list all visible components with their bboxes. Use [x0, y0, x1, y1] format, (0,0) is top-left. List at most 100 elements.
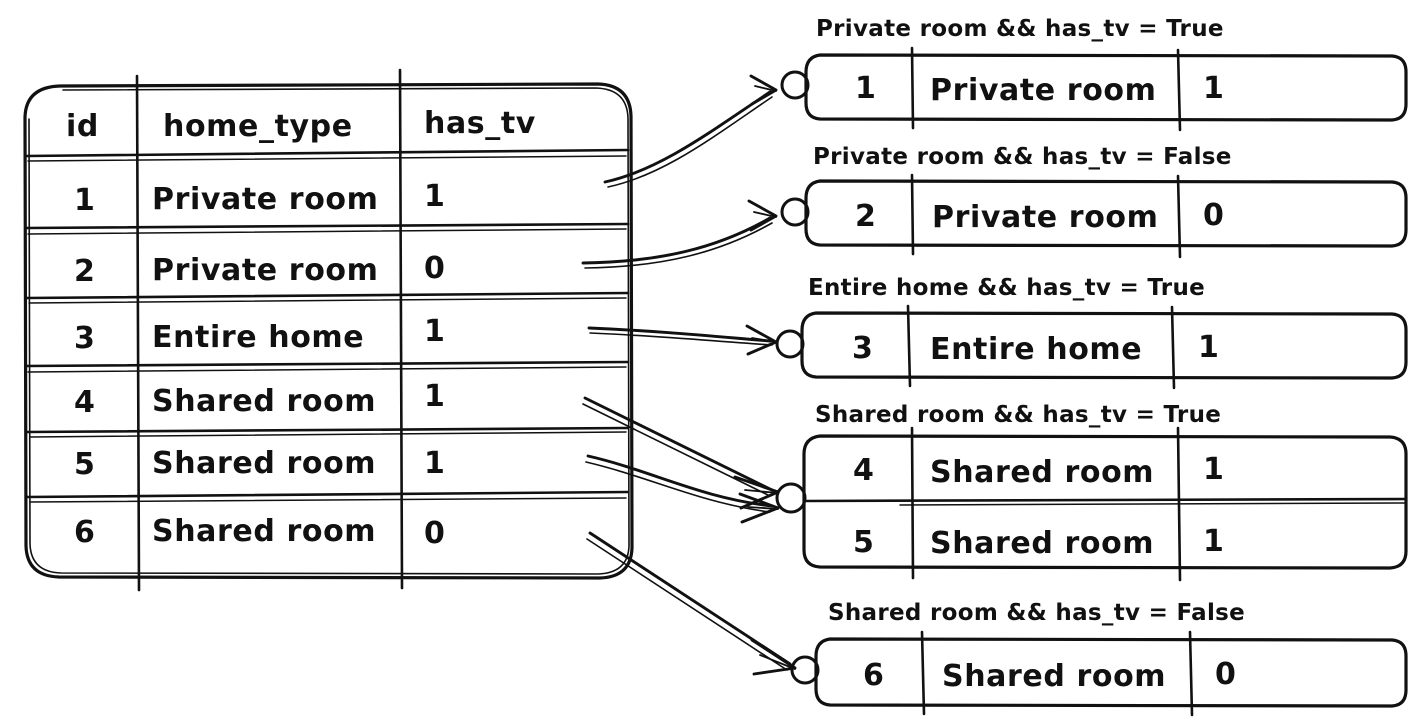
group-col-divider-1: [910, 46, 915, 130]
source-table: id home_type has_tv 1 Private room 1 2 P…: [23, 68, 634, 592]
source-table-row-sep-3-b: [27, 366, 627, 373]
source-table-row-sep-2: [24, 291, 630, 300]
cell-id: 2: [855, 199, 876, 234]
cell-has-tv: 0: [424, 251, 445, 286]
cell-has-tv: 1: [1203, 524, 1224, 559]
cell-home-type: Private room: [932, 200, 1158, 235]
source-table-col-divider-1: [135, 74, 141, 592]
source-table-header-id: id: [66, 109, 99, 144]
cell-id: 5: [853, 525, 874, 560]
table-row: 4 Shared room 1: [74, 379, 445, 420]
group-box-border: [800, 311, 1408, 380]
cell-has-tv: 1: [424, 179, 445, 214]
cell-home-type: Entire home: [152, 320, 364, 355]
group-col-divider-2: [1188, 630, 1194, 717]
source-table-border-shadow: [28, 87, 630, 575]
group-col-divider-2: [1170, 305, 1176, 390]
cell-has-tv: 1: [1203, 452, 1224, 487]
group-col-divider-1: [910, 426, 915, 580]
cell-home-type: Shared room: [930, 455, 1154, 490]
cell-home-type: Shared room: [930, 526, 1154, 561]
cell-has-tv: 0: [1215, 657, 1236, 692]
cell-has-tv: 1: [424, 446, 445, 481]
table-row: 3 Entire home 1: [74, 314, 445, 356]
source-table-row-sep-1: [24, 222, 630, 230]
cell-id: 1: [855, 71, 876, 106]
cell-has-tv: 1: [424, 314, 445, 349]
table-row: 5 Shared room 1: [853, 524, 1224, 561]
group-box-border: [814, 637, 1408, 708]
group-anchor-circle-icon: [780, 197, 810, 227]
group-col-divider-1: [906, 304, 912, 388]
group-row-divider: [802, 497, 1408, 503]
cell-home-type: Private room: [152, 253, 378, 288]
cell-home-type: Shared room: [152, 514, 376, 549]
cell-id: 5: [74, 447, 95, 482]
arrow-row-3-to-group-3: [587, 324, 778, 356]
cell-home-type: Shared room: [152, 446, 376, 481]
cell-home-type: Private room: [152, 182, 378, 217]
cell-home-type: Entire home: [930, 332, 1142, 367]
table-row: 2 Private room 0: [74, 251, 445, 289]
group-anchor-circle-icon: [790, 655, 820, 685]
source-table-header-has-tv: has_tv: [424, 106, 536, 141]
group-anchor-circle-icon: [775, 329, 805, 359]
cell-home-type: Shared room: [942, 659, 1166, 694]
source-table-row-sep-4: [24, 426, 630, 434]
group-col-divider-2: [1176, 48, 1182, 132]
group-label: Shared room && has_tv = True: [815, 402, 1221, 428]
group-label: Shared room && has_tv = False: [828, 600, 1245, 626]
group-col-divider-1: [920, 630, 926, 716]
source-table-row-sep-4-b: [29, 431, 627, 438]
group-shared-room-has-tv-false: Shared room && has_tv = False 6 Shared r…: [790, 600, 1408, 717]
group-label: Entire home && has_tv = True: [808, 275, 1205, 301]
source-table-row-sep-3: [24, 360, 630, 368]
arrow-row-1-to-group-1: [603, 74, 778, 188]
cell-home-type: Private room: [930, 73, 1156, 108]
cell-home-type: Shared room: [152, 384, 376, 419]
arrow-row-2-to-group-2: [581, 199, 778, 269]
arrow-row-6-to-group-5: [586, 531, 797, 676]
cell-has-tv: 1: [1198, 330, 1219, 365]
source-table-col-divider-2: [398, 68, 404, 590]
source-table-row-sep-2-b: [28, 297, 627, 304]
group-box-border: [804, 53, 1408, 122]
cell-has-tv: 1: [424, 379, 445, 414]
cell-id: 3: [74, 321, 95, 356]
cell-has-tv: 1: [1203, 71, 1224, 106]
cell-id: 6: [74, 515, 95, 550]
group-box-border: [802, 434, 1408, 570]
table-row: 5 Shared room 1: [74, 446, 445, 482]
group-anchor-circle-icon: [780, 70, 810, 100]
group-box-border: [804, 179, 1408, 248]
source-table-row-sep-header-b: [27, 155, 627, 162]
group-shared-room-has-tv-true: Shared room && has_tv = True 4 Shared ro…: [775, 402, 1408, 582]
cell-id: 4: [853, 453, 874, 488]
cell-has-tv: 0: [1203, 198, 1224, 233]
table-row: 6 Shared room 0: [74, 514, 445, 551]
group-private-room-has-tv-false: Private room && has_tv = False 2 Private…: [780, 144, 1408, 259]
cell-id: 3: [852, 331, 873, 366]
group-row-divider-b: [899, 502, 1407, 506]
table-row: 4 Shared room 1: [853, 452, 1224, 490]
arrow-row-5-to-group-4: [585, 454, 780, 524]
source-table-row-sep-header: [24, 148, 630, 158]
group-col-divider-2: [1176, 174, 1182, 259]
group-entire-home-has-tv-true: Entire home && has_tv = True 3 Entire ho…: [775, 275, 1408, 390]
cell-has-tv: 0: [424, 516, 445, 551]
cell-id: 6: [863, 658, 884, 693]
table-row: 1 Private room 1: [74, 179, 445, 218]
source-table-border: [23, 82, 634, 580]
group-label: Private room && has_tv = True: [816, 16, 1224, 42]
group-label: Private room && has_tv = False: [813, 144, 1232, 170]
source-table-row-sep-5: [24, 490, 630, 499]
source-table-row-sep-1-b: [27, 228, 627, 235]
source-table-row-sep-5-b: [29, 497, 627, 503]
cell-id: 2: [74, 254, 95, 289]
source-table-header-home-type: home_type: [163, 109, 353, 144]
group-private-room-has-tv-true: Private room && has_tv = True 1 Private …: [780, 16, 1408, 132]
group-col-divider-1: [910, 173, 915, 256]
group-anchor-circle-icon: [775, 482, 807, 514]
connectors: [581, 74, 797, 676]
